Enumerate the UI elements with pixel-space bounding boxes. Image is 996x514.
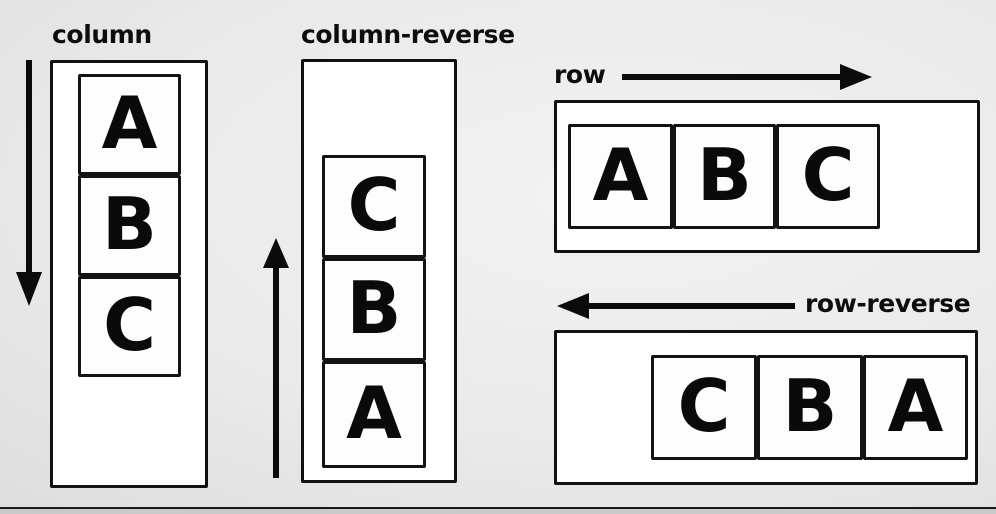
left-arrow-icon (557, 293, 795, 319)
row-label: row (554, 60, 606, 89)
row-item-c: C (776, 124, 880, 229)
column-reverse-label: column-reverse (301, 20, 515, 49)
column-reverse-item-b: B (322, 258, 426, 361)
row-reverse-label: row-reverse (805, 289, 971, 318)
column-reverse-item-a: A (322, 361, 426, 468)
column-item-a-letter: A (101, 80, 158, 165)
down-arrow-icon (16, 60, 42, 306)
column-item-c: C (78, 276, 181, 377)
row-item-b-letter: B (697, 132, 752, 217)
row-reverse-item-a: A (863, 355, 968, 460)
column-item-c-letter: C (103, 282, 156, 367)
row-reverse-item-c-letter: C (677, 363, 731, 448)
row-item-a-letter: A (592, 132, 649, 217)
column-item-b: B (78, 175, 181, 276)
row-item-c-letter: C (801, 132, 855, 217)
row-reverse-item-b-letter: B (782, 363, 838, 448)
row-item-b: B (673, 124, 776, 229)
column-reverse-item-a-letter: A (346, 370, 402, 455)
row-reverse-item-c: C (651, 355, 757, 460)
column-item-b-letter: B (102, 181, 157, 266)
column-reverse-item-c: C (322, 155, 426, 258)
row-reverse-item-a-letter: A (887, 363, 944, 448)
bottom-edge-strip (0, 507, 996, 514)
column-reverse-item-c-letter: C (347, 162, 401, 247)
row-item-a: A (568, 124, 673, 229)
row-reverse-item-b: B (757, 355, 863, 460)
column-label: column (52, 20, 152, 49)
column-reverse-item-b-letter: B (346, 265, 402, 350)
right-arrow-icon (622, 64, 872, 90)
up-arrow-icon (263, 238, 289, 478)
column-item-a: A (78, 74, 181, 175)
